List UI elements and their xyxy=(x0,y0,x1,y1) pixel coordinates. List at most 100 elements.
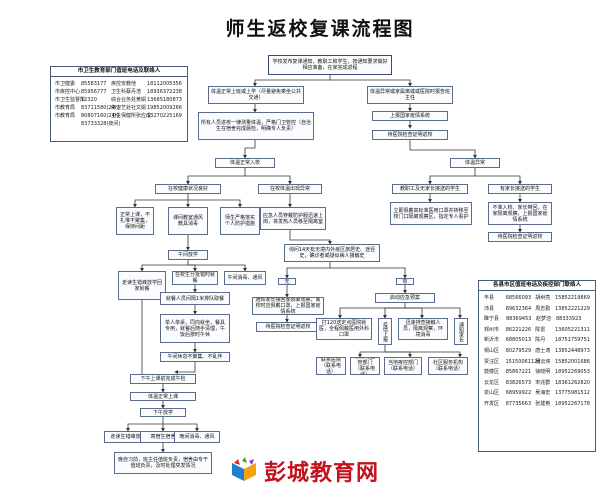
step-lunch-home: 走读生错峰放学回家就餐 xyxy=(118,271,166,300)
county-phone: 80279529 xyxy=(505,347,532,354)
county-mobile: 13852448973 xyxy=(554,347,590,354)
step-isolate-room: 应急人员穿戴防护服迅速上岗，将发热人员移至隔离室 xyxy=(260,207,326,230)
contact-person: 综合业务处黄娟 xyxy=(111,97,147,103)
step-travel-inquiry: 询问14天有无境内外疫区旅居史、途径史，确诊者或疑似病人接触史 xyxy=(284,244,380,262)
county-name: 沛县 xyxy=(484,305,495,312)
step-parent-pickup: 有家长接送的学生 xyxy=(488,184,552,194)
step-report-system: 上报国家疫情系统 xyxy=(372,111,448,121)
contact-org: 市卫生监督所 xyxy=(55,97,86,103)
step-boarding-meal: 在校生分批错时就餐 xyxy=(172,271,218,285)
county-name: 贾汪区 xyxy=(484,358,500,365)
contact-person: 疾控安教他 xyxy=(111,81,137,87)
county-contact-title: 各县市区值班电话及疾控部门联络人 xyxy=(479,281,595,291)
contact-org: 市疾控中心 xyxy=(55,89,81,95)
county-mobile: 13605221311 xyxy=(554,326,590,333)
county-phone: 68959922 xyxy=(505,390,532,397)
county-person: 陈丹 xyxy=(535,337,546,344)
contact-row: 市卫生监督所 12320 综合业务处黄娟 13685180873 xyxy=(55,96,183,104)
step-evening-disinfect: 晚间消毒、通风 xyxy=(174,431,220,443)
step-nap-rules: 午间休息不聚集、不乱伴 xyxy=(160,352,230,362)
county-mobile: 13775981512 xyxy=(554,390,590,397)
contact-row: 83733328(夜间) xyxy=(55,120,183,128)
city-contact-title: 市卫生教育部门值班电话及联络人 xyxy=(51,67,187,77)
step-afternoon-check: 下午上课前完成午检 xyxy=(130,374,196,384)
step-normal-enter: 体温正常入校 xyxy=(215,158,275,168)
step-report-health-bureau: 报教育主管部门（联系电话） xyxy=(350,357,380,375)
city-contact-list: 市卫健委 85583177 疾控安教他 18112005356 市疾控中心 85… xyxy=(51,77,187,131)
contact-org: 市卫健委 xyxy=(55,81,76,87)
county-name: 丰县 xyxy=(484,295,495,301)
contact-org: 市教育局 xyxy=(55,105,76,111)
county-phone: 87735663 xyxy=(505,400,532,407)
step-report-edu-dept: 联系医院（联系电话） xyxy=(316,357,346,375)
contact-phone: 85956777 xyxy=(81,89,107,95)
step-meal-rules: 单人单桌，同向就坐，餐具专用，就餐后随手清理，午饭后按时午休 xyxy=(160,314,230,343)
step-isolate-gate: 立即佩戴高标准医用口罩并转移至校门口隔离观察区，指定专人看护 xyxy=(390,202,472,225)
contact-person: 卫生保健所张应成 xyxy=(111,113,152,119)
step-health-good: 在校健康状况良好 xyxy=(155,184,221,194)
county-person: 陈雷 xyxy=(535,326,546,333)
county-person: 胡树亮 xyxy=(535,295,551,301)
step-notify-parents: 通知家长接回家隔离观察，离校时应佩戴口罩，上报国家疫情系统 xyxy=(252,297,324,315)
contact-org xyxy=(55,120,81,128)
step-wait-clearance: 待医院检查证明返校 xyxy=(372,130,448,140)
page-title: 师生返校复课流程图 xyxy=(225,18,415,40)
county-name: 鼓楼区 xyxy=(484,369,500,376)
county-name: 开发区 xyxy=(484,400,500,407)
step-emergency-plan: 启动应急预案 xyxy=(375,293,435,303)
step-temp-abnormal: 体温异常 xyxy=(450,158,500,168)
step-staff-no-parent: 教职工及无家长接送的学生 xyxy=(392,184,468,194)
step-normal-class: 正常上课，不扎堆不聚集，保持间距 xyxy=(116,207,154,235)
contact-phone: 83733328(夜间) xyxy=(81,121,121,127)
county-mobile: 15852001686 xyxy=(555,358,590,365)
step-notify-family: 通知家长 xyxy=(454,318,468,345)
county-name: 新沂市 xyxy=(484,337,500,344)
step-report-community: 社区服务机构（联系电话） xyxy=(428,357,468,375)
step-gate-check: 所有人员进校一律测量体温，严格门卫管控（自治生在宿舍完成晨检，明确专人负责） xyxy=(198,112,314,140)
county-person: 吴云侠 xyxy=(535,358,551,365)
county-phone: 85867221 xyxy=(505,369,532,376)
contact-org: 市教育局 xyxy=(55,113,76,119)
county-person: 赵梦洁 xyxy=(536,316,552,323)
county-person: 周志勤 xyxy=(535,305,551,312)
contact-phone: 83711580(24h) xyxy=(81,105,120,111)
county-mobile: 13852221229 xyxy=(554,305,590,312)
colorful-book-icon xyxy=(232,457,256,481)
county-name: 邳州市 xyxy=(484,326,500,333)
step-report-cdc: 当地疾控部门（联系电话） xyxy=(384,357,422,375)
county-person: 宋兆群 xyxy=(535,379,551,386)
county-person: 张建英 xyxy=(535,400,551,407)
step-afternoon-dismiss: 下午放学 xyxy=(140,408,186,417)
county-mobile: 15852219869 xyxy=(554,295,590,301)
county-phone: 15150061123 xyxy=(505,358,541,365)
county-mobile: 18952267178 xyxy=(554,400,590,407)
county-phone: 68805013 xyxy=(505,337,532,344)
county-phone: 88369453 xyxy=(506,316,532,323)
step-no-case-return: 待医院检查证明返校 xyxy=(256,322,320,332)
county-phone: 86221226 xyxy=(505,326,532,333)
county-person: 吴海宏 xyxy=(535,390,551,397)
county-name: 铜山区 xyxy=(484,347,500,354)
county-mobile: 18952269053 xyxy=(554,369,590,376)
contact-phone: 12320 xyxy=(81,97,97,103)
step-night-duty: 晚自习前，班主任值班负责，宿舍由专干值班负责，及时处理突发情况 xyxy=(114,452,212,474)
step-afternoon-class: 体温正常上课 xyxy=(130,392,196,401)
step-return-notice: 学校发布复课通知，教职工和学生，按通知要求做好相应准备，在家完成返程 xyxy=(268,55,392,75)
county-mobile: 18361262820 xyxy=(554,379,590,386)
contact-mobile: 18936372238 xyxy=(147,89,182,95)
contact-person: 卫生科蔡丹浩 xyxy=(111,89,142,95)
site-logo: 彭城教育网 xyxy=(230,455,390,487)
county-phone: 83826573 xyxy=(505,379,532,386)
contact-row: 市疾控中心 85956777 卫生科蔡丹浩 18936372238 xyxy=(55,88,183,96)
